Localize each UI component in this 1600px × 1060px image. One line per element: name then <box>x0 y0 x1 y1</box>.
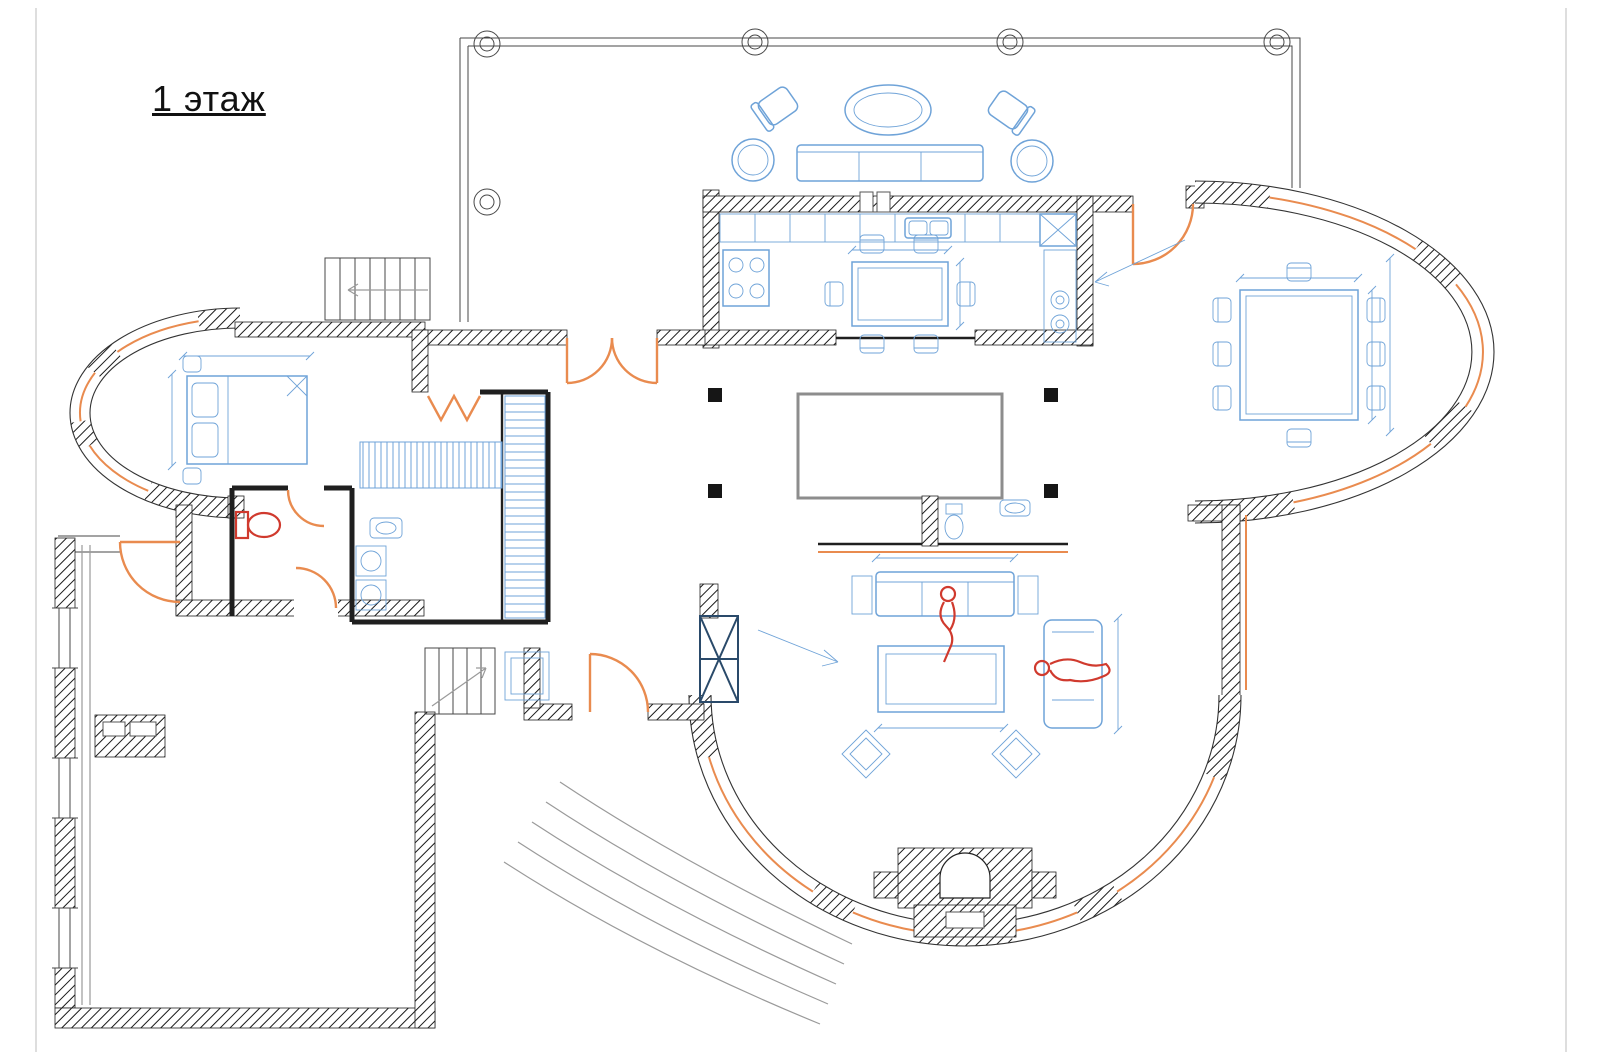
fridge <box>1039 213 1077 247</box>
folding-door <box>426 393 482 423</box>
bathroom-door-lower <box>295 566 338 609</box>
dryer <box>355 579 387 611</box>
hall-structure <box>708 388 1068 553</box>
window-sill <box>1455 283 1484 408</box>
terrace-round-table-right <box>1010 139 1054 183</box>
column <box>708 388 722 402</box>
sofa <box>875 571 1015 617</box>
column <box>1044 388 1058 402</box>
entry-steps-fan <box>503 781 853 1025</box>
terrace-armchair-left <box>749 82 802 134</box>
hall-toilet <box>944 503 964 540</box>
column <box>708 484 722 498</box>
window-sill <box>116 320 199 353</box>
person-lying <box>1033 658 1111 683</box>
porch-walls <box>58 504 193 616</box>
terrace-oval-table <box>844 84 932 136</box>
window-sill <box>708 756 814 893</box>
interior-partitions <box>229 329 551 625</box>
fireplace-arch <box>939 852 991 899</box>
rug-diamond-right <box>991 729 1041 779</box>
window-sill <box>1269 196 1417 251</box>
kitchen-side-counter <box>1043 249 1077 343</box>
right-wall <box>1221 504 1247 704</box>
garage-room-walls <box>52 537 436 1029</box>
terrace-furniture <box>731 82 1054 183</box>
hall-void <box>796 392 1004 500</box>
fireplace <box>873 847 1057 938</box>
porch-door <box>118 540 181 604</box>
direction-arrows <box>757 239 1186 667</box>
nightstand <box>182 467 202 485</box>
window-sill <box>88 444 149 492</box>
radiator-cabinet <box>699 615 739 703</box>
person-sitting <box>939 585 957 663</box>
window-sill <box>1293 443 1432 504</box>
stairs-main <box>324 257 431 321</box>
dimension-lines <box>167 245 1395 735</box>
doors <box>118 203 1195 713</box>
dining-bay <box>1187 180 1496 524</box>
hall-sink <box>999 499 1031 517</box>
side-table <box>851 575 873 615</box>
living-room-door <box>588 652 650 713</box>
kitchen-furniture <box>719 213 1077 354</box>
living-furniture <box>699 571 1103 779</box>
bathroom-door <box>286 489 325 528</box>
side-table <box>1017 575 1039 615</box>
kitchen-walls <box>419 185 1205 349</box>
toilet-red <box>234 510 282 540</box>
stairs-secondary <box>424 647 550 715</box>
figures <box>939 585 1111 683</box>
dining-furniture <box>1212 262 1386 448</box>
flue-box <box>876 191 891 213</box>
flue-box <box>859 191 874 213</box>
window-sill <box>79 372 96 422</box>
column <box>1044 484 1058 498</box>
coffee-table <box>877 645 1005 713</box>
double-door-top <box>565 337 659 385</box>
kitchen-table <box>824 234 976 354</box>
sheet-edges <box>35 8 1567 1052</box>
left-windows <box>52 607 78 969</box>
washer <box>355 545 387 577</box>
bedroom-bay <box>68 307 426 519</box>
wardrobe-rail <box>359 441 503 489</box>
rug-diamond-left <box>841 729 891 779</box>
window-sill <box>1116 776 1216 893</box>
stove <box>722 249 770 307</box>
kitchen-sink <box>904 217 952 239</box>
nightstand <box>182 355 202 373</box>
corridor-walls <box>523 583 719 721</box>
bathroom-fixtures <box>234 510 403 611</box>
wardrobe <box>359 395 546 619</box>
terrace-columns <box>473 28 1291 216</box>
bath-sink <box>369 517 403 539</box>
terrace-round-table-left <box>731 138 775 182</box>
plan-title: 1 этаж <box>152 78 266 119</box>
terrace-sofa <box>796 144 984 182</box>
terrace <box>459 28 1301 322</box>
kitchen-counter <box>719 213 1041 243</box>
utility-stove <box>94 714 166 758</box>
bedroom-furniture <box>182 355 308 485</box>
entry-door-right <box>1131 203 1195 266</box>
terrace-armchair-right <box>984 86 1037 138</box>
dining-table <box>1239 289 1359 421</box>
wardrobe-shelves <box>504 395 546 619</box>
bed <box>186 375 308 465</box>
